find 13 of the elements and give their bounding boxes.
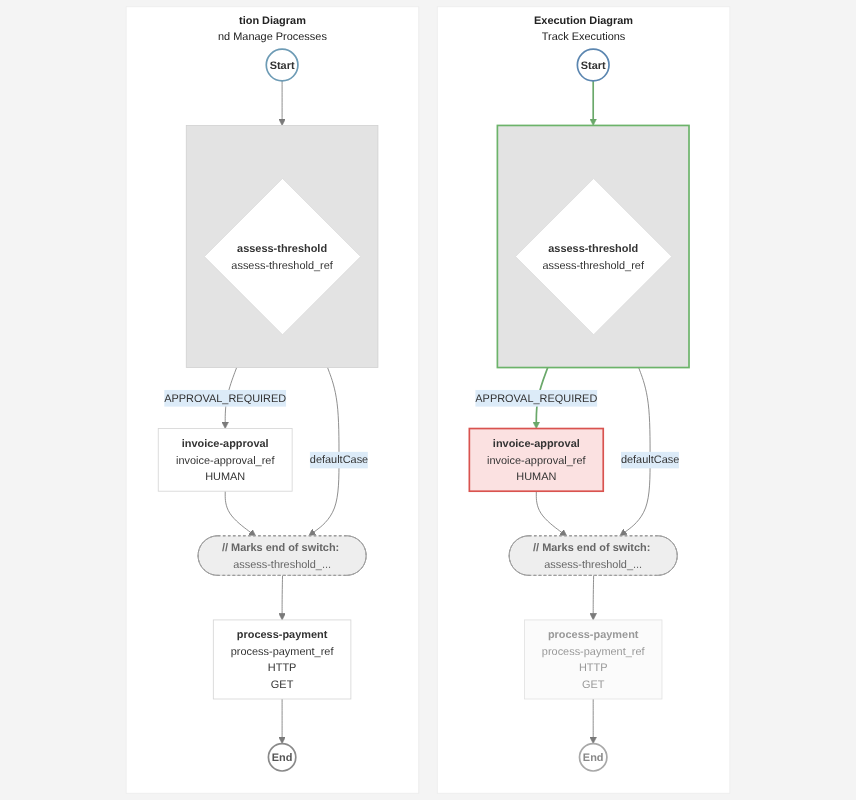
cluster bbox=[185, 125, 379, 368]
arrow bbox=[589, 80, 597, 126]
node-diamond bbox=[203, 178, 362, 336]
node-diamond bbox=[515, 178, 673, 336]
node-box bbox=[468, 427, 605, 493]
cluster bbox=[496, 124, 690, 369]
node-box bbox=[524, 619, 663, 700]
node-circle bbox=[265, 48, 299, 82]
node-circle bbox=[576, 48, 610, 82]
cluster bbox=[125, 6, 420, 794]
cluster bbox=[436, 6, 731, 794]
node-box bbox=[157, 428, 293, 492]
node-box bbox=[212, 619, 352, 700]
